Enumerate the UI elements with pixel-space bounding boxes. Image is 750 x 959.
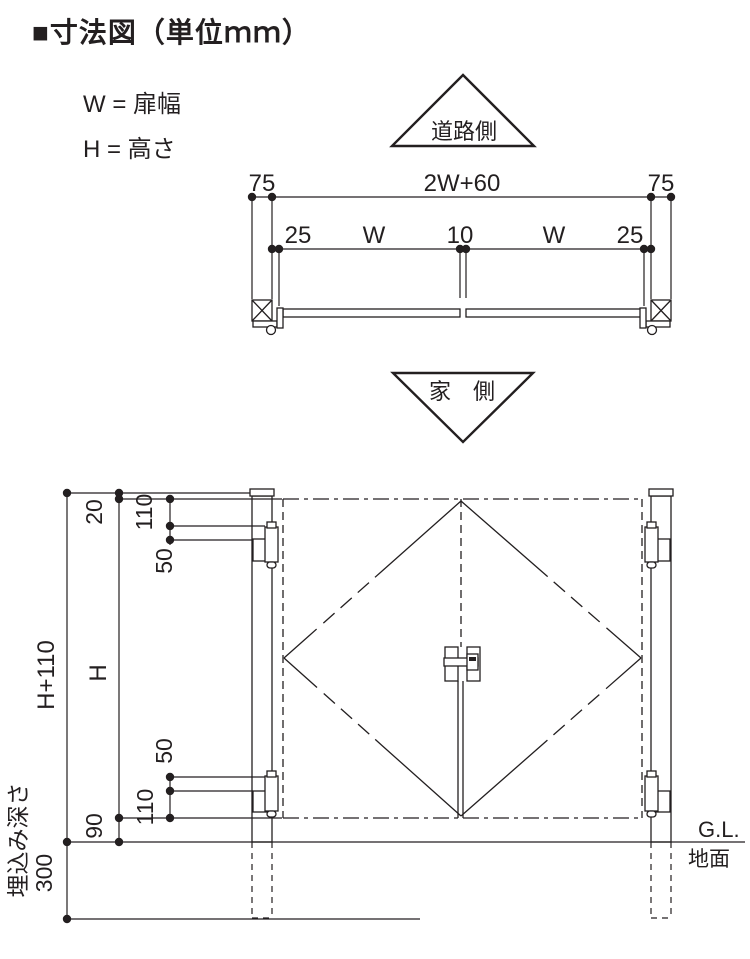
- latch-knob: [466, 653, 479, 671]
- dim-embed-depth: 300: [31, 854, 57, 892]
- dim-total-height: H+110: [33, 640, 60, 710]
- hinge-knuckle: [639, 307, 647, 329]
- page-title: ■寸法図（単位ｍｍ）: [32, 16, 311, 48]
- dim-post-right: 75: [648, 170, 675, 197]
- legend-height: H = 高さ: [83, 136, 176, 163]
- legend-width: W = 扉幅: [83, 91, 181, 118]
- road-side-marker: 道路側: [389, 73, 537, 148]
- hinge-cap-top: [266, 770, 277, 778]
- dim-extension-lines: [67, 492, 420, 920]
- gate-latch: [443, 646, 481, 682]
- elevation-right-post: [648, 488, 674, 919]
- plan-right-hinge: [639, 307, 671, 336]
- dim-door-right: W: [543, 222, 566, 249]
- road-side-label: 道路側: [431, 119, 497, 144]
- dim-bottom-rail: 110: [132, 789, 158, 826]
- hinge-bottom-left: [252, 770, 279, 818]
- dim-post-top-offset: 20: [81, 499, 107, 525]
- hinge-cap-top: [266, 521, 277, 529]
- latch-knob-mark: [469, 657, 476, 661]
- hinge-cap-top: [646, 521, 657, 529]
- house-side-triangle-icon: [390, 371, 536, 444]
- hinge-cap-bottom: [646, 561, 657, 569]
- hinge-barrel: [264, 526, 279, 563]
- house-side-label: 家 側: [429, 379, 495, 404]
- hinge-barrel: [264, 775, 279, 812]
- post-underground: [251, 842, 273, 919]
- plan-door-right: [465, 308, 642, 318]
- plan-left-post: [251, 299, 273, 322]
- house-side-marker: 家 側: [390, 371, 536, 444]
- dim-door-height: H: [85, 664, 112, 681]
- post-cross: [650, 299, 672, 322]
- hinge-cap-bottom: [646, 810, 657, 818]
- elevation-left-post: [249, 488, 275, 919]
- post-cap: [249, 488, 275, 497]
- dim-embed-label: 埋込み深さ: [5, 783, 31, 898]
- plan-right-post: [650, 299, 672, 322]
- gate-diamond-pattern: [283, 500, 642, 817]
- elevation-view: G.L. 地面: [67, 488, 745, 919]
- post-cap: [648, 488, 674, 497]
- hinge-pin: [646, 324, 658, 336]
- post-underground: [650, 842, 672, 919]
- dim-hinge-bottom-offset: 50: [151, 738, 177, 764]
- road-side-triangle-icon: [389, 73, 537, 148]
- hinge-cap-top: [646, 770, 657, 778]
- hinge-pin: [265, 324, 277, 336]
- hinge-top-left: [252, 521, 279, 569]
- gate-frame: [282, 498, 643, 819]
- hinge-barrel: [644, 775, 659, 812]
- dim-ground-clearance: 90: [81, 813, 107, 839]
- dim-inset-left: 25: [285, 222, 312, 249]
- post-cross: [251, 299, 273, 322]
- gl-label: G.L.: [698, 817, 740, 842]
- hinge-top-right: [644, 521, 671, 569]
- plan-dim-row-inner: 25 W 10 W 25: [267, 222, 656, 254]
- ground-label: 地面: [688, 848, 730, 871]
- ground-line-group: G.L. 地面: [67, 817, 745, 871]
- hinge-bottom-right: [644, 770, 671, 818]
- plan-view: 75 2W+60 75 25 W 10 W 25: [247, 170, 676, 336]
- dim-post-left: 75: [249, 170, 276, 197]
- plan-extension-lines: [251, 197, 672, 306]
- dim-inset-right: 25: [617, 222, 644, 249]
- hinge-barrel: [644, 526, 659, 563]
- hinge-cap-bottom: [266, 810, 277, 818]
- dim-top-rail: 110: [131, 494, 157, 531]
- plan-left-hinge: [252, 307, 284, 336]
- hinge-cap-bottom: [266, 561, 277, 569]
- plan-door-left: [282, 308, 461, 318]
- dim-door-left: W: [363, 222, 386, 249]
- hinge-knuckle: [276, 307, 284, 329]
- elevation-dimensions: 20 110 50 H H+110 50 110 90 300 埋込み深さ: [5, 488, 420, 924]
- gate-meeting-stiles-lower: [457, 681, 464, 818]
- dim-center-gap: 10: [447, 222, 474, 249]
- dim-overall: 2W+60: [424, 170, 501, 197]
- dim-hinge-top-offset: 50: [151, 548, 177, 574]
